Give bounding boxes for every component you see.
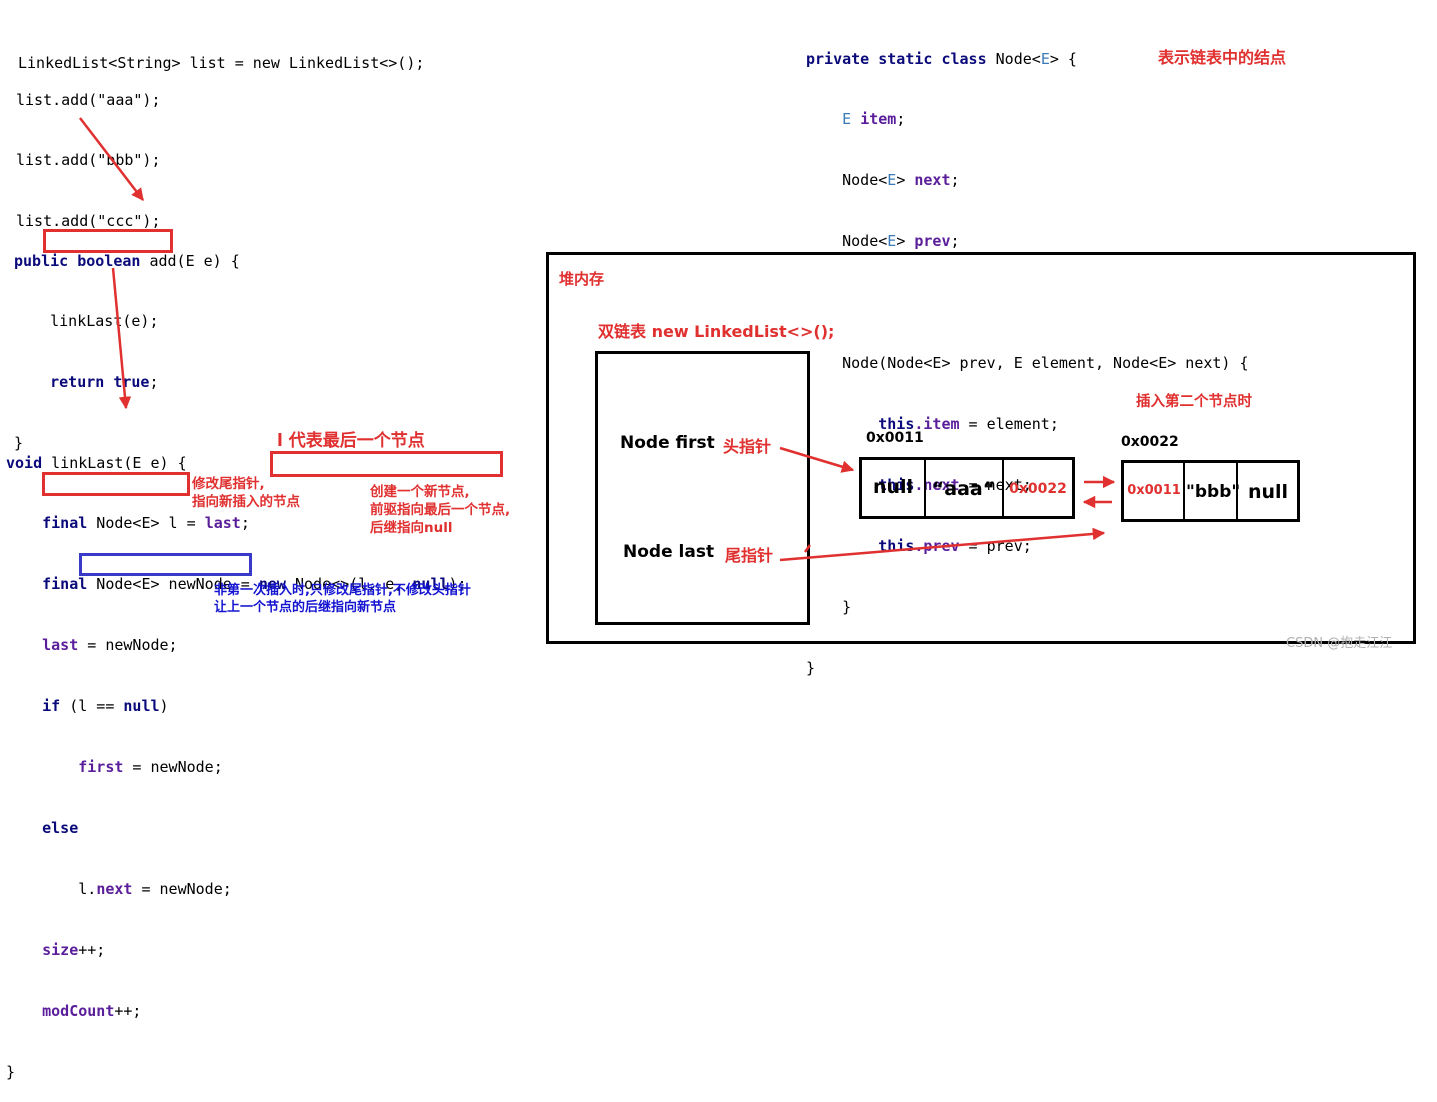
node2-address: 0x0022	[1121, 434, 1179, 450]
code-line: l.next = newNode;	[78, 879, 232, 898]
code-list-creation: LinkedList<String> list = new LinkedList…	[18, 12, 424, 93]
insert-second-note: 插入第二个节点时	[1136, 394, 1252, 410]
code-line: }	[806, 658, 816, 677]
code-line: }	[14, 434, 24, 453]
note-node-desc: 表示链表中的结点	[1158, 48, 1287, 67]
code-line: size++;	[42, 940, 106, 959]
node2-dividers	[1183, 462, 1238, 520]
code-line: final Node<E> newNode = new Node<>(l, e,…	[42, 575, 467, 594]
code-line: Node<E> next;	[842, 171, 960, 190]
code-line: this.next = next;	[878, 475, 1032, 494]
code-line: first = newNode;	[78, 758, 223, 777]
watermark: CSDN @抱走江江	[1286, 636, 1393, 651]
code-line: this.item = element;	[878, 414, 1059, 433]
note-l-desc: l 代表最后一个节点	[277, 431, 425, 451]
code-line: if (l == null)	[42, 697, 169, 716]
node2-prev: 0x0011	[1127, 483, 1181, 498]
node1-prev: null	[872, 476, 914, 498]
highlight-linklast-call	[43, 229, 173, 253]
diagram-arrows	[79, 117, 1238, 562]
arrow-linklast-to-method	[111, 267, 132, 410]
linked-list-label: 双链表 new LinkedList<>();	[598, 322, 835, 341]
code-list-adds: list.add("aaa"); list.add("bbb"); list.a…	[16, 49, 161, 252]
arrow-first-to-node1	[779, 446, 855, 473]
first-field-label: Node first	[620, 433, 715, 453]
arrow-last-to-node2	[779, 527, 1106, 562]
linked-list-object	[595, 351, 810, 625]
arrow-add-to-method	[79, 117, 144, 201]
node2-item: "bbb"	[1186, 482, 1241, 502]
highlight-next-assign	[79, 553, 252, 576]
node2-next: null	[1247, 481, 1289, 503]
code-line: }	[6, 1062, 16, 1081]
code-line: LinkedList<String> list = new LinkedList…	[18, 53, 425, 72]
last-field-label: Node last	[623, 542, 715, 562]
code-line: public boolean add(E e) {	[14, 251, 240, 270]
code-line: Node(Node<E> prev, E element, Node<E> ne…	[842, 354, 1249, 373]
node1-item: “aaa“	[931, 478, 996, 500]
code-line: else	[42, 818, 79, 837]
node1-box	[859, 457, 1075, 519]
code-line: void linkLast(E e) {	[6, 453, 187, 472]
highlight-last-assign	[42, 472, 190, 496]
note-tail-update: 修改尾指针, 指向新插入的节点	[192, 476, 300, 510]
node1-dividers	[924, 459, 1004, 517]
code-line: list.add("bbb");	[16, 151, 161, 170]
code-line: }	[842, 597, 852, 616]
note-create-node: 创建一个新节点, 前驱指向最后一个节点, 后继指向null	[370, 484, 511, 536]
code-line: modCount++;	[42, 1001, 142, 1020]
code-line: final Node<E> l = last;	[42, 514, 250, 533]
heap-memory-box	[546, 252, 1416, 644]
code-line: private static class Node<E> {	[806, 49, 1077, 68]
code-line: linkLast(e);	[50, 312, 159, 331]
code-line: list.add("ccc");	[16, 212, 161, 231]
first-field-note: 头指针	[723, 437, 772, 456]
node1-next: 0x0022	[1009, 481, 1067, 497]
last-field-note: 尾指针	[725, 546, 774, 565]
code-node-class: private static class Node<E> { E item; N…	[806, 8, 1249, 698]
highlight-new-node	[270, 451, 503, 477]
node2-box	[1121, 460, 1300, 522]
arrow-last-tick	[803, 544, 812, 553]
note-non-first-insert: 非第一次插入时,只修改尾指针,不修改头指针 让上一个节点的后继指向新节点	[214, 583, 471, 615]
code-line: last = newNode;	[42, 636, 178, 655]
code-line: list.add("aaa");	[16, 90, 161, 109]
heap-title: 堆内存	[559, 270, 605, 288]
code-line: this.prev = prev;	[878, 536, 1032, 555]
code-line: Node<E> prev;	[842, 232, 960, 251]
node1-address: 0x0011	[866, 430, 924, 446]
code-line: E item;	[842, 110, 906, 129]
